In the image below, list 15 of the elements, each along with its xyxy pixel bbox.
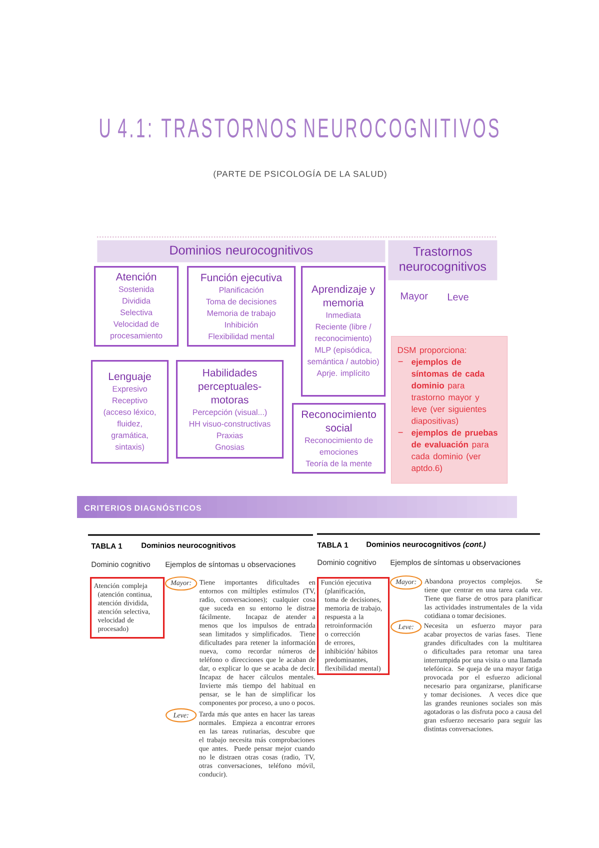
header-band: Trastornos neurocognitivos [388,240,498,280]
domain-box: Atención Sostenida Dividida Selectiva Velocidad de procesamiento [94,266,179,347]
subtitle: (PARTE DE PSICOLOGÍA DE LA SALUD) [214,169,386,179]
category-label: Leve [448,294,468,300]
page-title: U 4.1: TRASTORNOS NEUROCOGNITIVOS [100,118,498,138]
header-band: Dominios neurocognitivos [97,240,386,262]
node-label: CRITERIOS DIAGNÓSTICOS [84,504,202,511]
domain-box: Reconocimiento social Reconocimiento de emociones Teoría de la mente [292,403,386,474]
domain-box: Función ejecutiva Planificación Toma de decisiones Memoria de trabajo Inhibición Flexibilidad mental [187,266,296,347]
domain-box: Aprendizaje y memoria Inmediata Reciente (libre / reconocimiento) MLP (episódica, semántica / autobio) Aprje. implícito [301,266,386,397]
section-band: CRITERIOS DIAGNÓSTICOS [77,496,517,518]
category-label: Mayor [401,292,428,302]
domain-box: Lenguaje Expresivo Receptivo (acceso léxico, fluidez, gramática, sintaxis) [91,360,169,464]
domain-box: Habilidades perceptuales-motoras Percepción (visual...) HH visuo-constructivas Praxias Gnosias [176,360,284,459]
note-box: DSM proporciona: ejemplos de síntomas de cada dominio para trastorno mayor y leve (ver siguientes diapositivas) ejemplos de pruebas de evaluación para cada dominio (ver aptdo.6) [391,336,508,484]
